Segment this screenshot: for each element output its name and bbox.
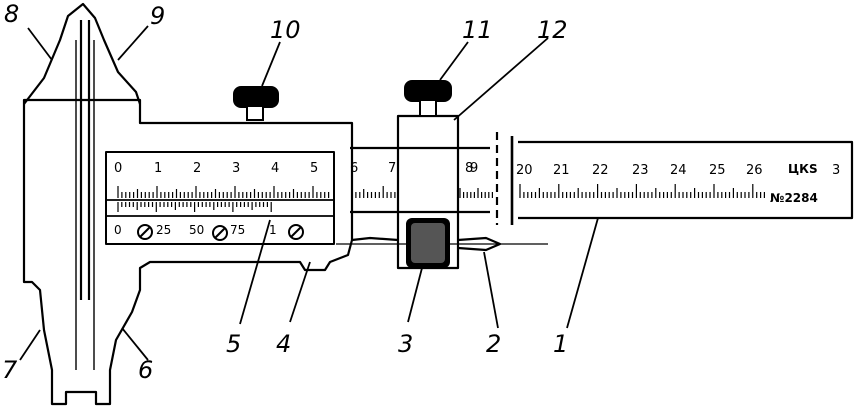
callout-12: 12 — [537, 16, 568, 44]
beam-outline — [350, 140, 854, 220]
vernier-screw-right — [288, 224, 304, 240]
serial-number: №2284 — [770, 191, 818, 205]
vernier-number-25: 25 — [156, 223, 171, 237]
vernier-number-75: 75 — [230, 223, 245, 237]
callout-8: 8 — [4, 0, 19, 28]
callout-10: 10 — [270, 16, 301, 44]
beam-number-24: 24 — [670, 163, 687, 178]
vernier-number-0: 0 — [114, 223, 122, 237]
callout-6: 6 — [138, 356, 153, 384]
vernier-window-frame — [105, 151, 335, 245]
vernier-number-50: 50 — [189, 223, 204, 237]
main-scale-number-7: 7 — [388, 161, 396, 176]
vernier-number-1: 1 — [269, 223, 277, 237]
callout-5: 5 — [226, 330, 241, 358]
main-scale-number-6: 6 — [350, 161, 358, 176]
beam-number-21: 21 — [553, 163, 570, 178]
callout-9: 9 — [150, 2, 165, 30]
main-scale-ticks — [117, 186, 493, 198]
clamp-screw-10 — [233, 86, 279, 121]
main-scale-number-0: 0 — [114, 161, 122, 176]
maker-mark: ЦКS — [788, 162, 818, 176]
beam-number-3: 3 — [832, 163, 840, 178]
beam-number-23: 23 — [632, 163, 649, 178]
beam-number-26: 26 — [746, 163, 763, 178]
main-scale-number-4: 4 — [271, 161, 279, 176]
main-scale-number-2: 2 — [193, 161, 201, 176]
vernier-ticks — [117, 202, 272, 212]
main-scale-number-5: 5 — [310, 161, 318, 176]
beam-scale-ticks — [519, 184, 766, 198]
adjusting-nut — [406, 218, 450, 268]
beam-number-25: 25 — [709, 163, 726, 178]
main-scale-number-8: 8 — [465, 161, 473, 176]
callout-4: 4 — [276, 330, 291, 358]
beam-number-22: 22 — [592, 163, 609, 178]
callout-11: 11 — [462, 16, 493, 44]
fixed-jaw-outline — [22, 98, 354, 406]
beam-number-20: 20 — [516, 163, 533, 178]
vernier-screw-middle — [212, 225, 228, 241]
callout-3: 3 — [398, 330, 413, 358]
main-scale-number-9: 9 — [470, 161, 478, 176]
clamp-screw-11 — [404, 80, 452, 117]
callout-2: 2 — [486, 330, 501, 358]
vernier-screw-left — [137, 224, 153, 240]
leader-lines — [19, 25, 599, 361]
main-scale-number-3: 3 — [232, 161, 240, 176]
callout-7: 7 — [2, 356, 18, 384]
callout-1: 1 — [553, 330, 568, 358]
main-scale-number-1: 1 — [154, 161, 162, 176]
